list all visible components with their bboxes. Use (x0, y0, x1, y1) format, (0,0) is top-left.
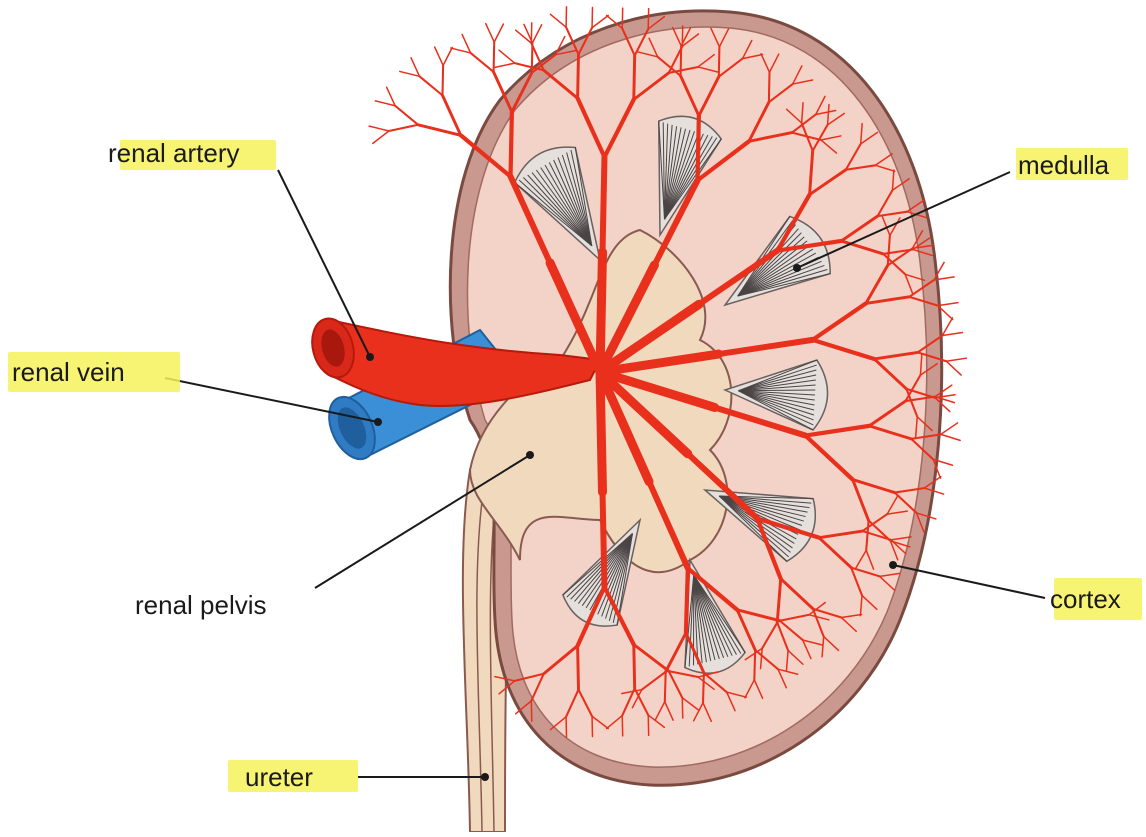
label-ureter: ureter (245, 762, 313, 792)
label-medulla: medulla (1018, 150, 1109, 180)
label-renal-vein: renal vein (12, 357, 125, 387)
label-cortex: cortex (1050, 584, 1121, 614)
label-renal-pelvis: renal pelvis (135, 590, 267, 620)
leader-cortex (893, 565, 1045, 598)
label-renal-artery: renal artery (108, 138, 240, 168)
